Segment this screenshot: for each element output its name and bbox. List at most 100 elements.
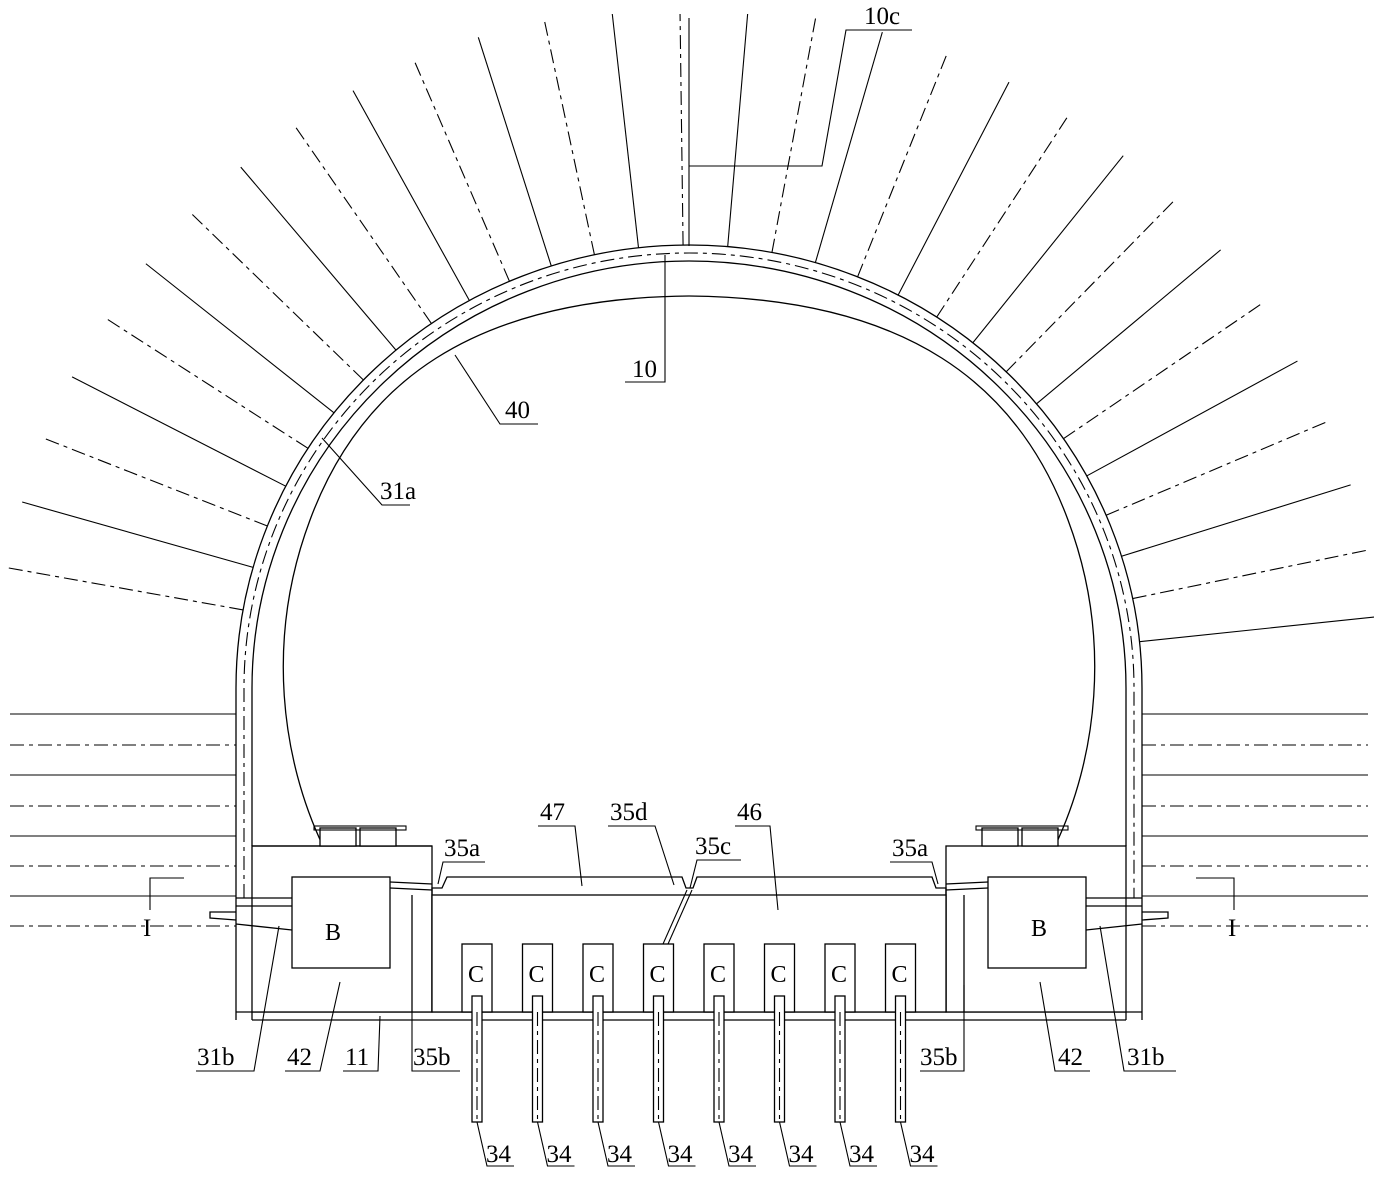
- anchor-bolt: [1139, 616, 1374, 643]
- label-35c: 35c: [695, 833, 731, 860]
- anchor-bolt: [1132, 549, 1368, 600]
- anchor-bolt: [294, 125, 432, 324]
- label-35d: 35d: [610, 799, 648, 826]
- pile-label: 34: [486, 1141, 512, 1168]
- column-label: C: [771, 962, 787, 988]
- leader-46: [735, 825, 779, 911]
- label-35b-left: 35b: [413, 1044, 451, 1071]
- anchor-bolt: [897, 81, 1010, 296]
- leader-42-right: [1039, 981, 1090, 1072]
- label-35a-left: 35a: [444, 835, 480, 862]
- column-label: C: [529, 962, 545, 988]
- right-cover-block-2: [1021, 827, 1059, 847]
- leader-40: [454, 354, 538, 425]
- leader-31b-right: [1099, 925, 1176, 1072]
- leader-11: [343, 1015, 381, 1072]
- leader-31a: [321, 437, 410, 506]
- anchor-bolt: [936, 115, 1069, 318]
- anchor-bolt: [352, 90, 470, 301]
- pile-label: 34: [547, 1141, 573, 1168]
- left-cover-block-2: [359, 827, 397, 847]
- pile-leader: [839, 1121, 877, 1167]
- anchor-bolt: [6, 567, 244, 611]
- label-40: 40: [505, 397, 530, 424]
- anchor-bolt: [1036, 249, 1221, 405]
- anchor-bolt: [145, 263, 335, 414]
- pile-label: 34: [789, 1141, 815, 1168]
- anchor-bolt: [105, 318, 309, 449]
- anchor-bolt: [43, 437, 268, 527]
- anchor-bolt: [190, 212, 364, 381]
- right-drain-box-label: B: [1031, 916, 1047, 942]
- waterproof-membrane: [243, 252, 1135, 898]
- column-label: C: [468, 962, 484, 988]
- anchor-bolt: [240, 166, 397, 351]
- pile-leader: [476, 1121, 514, 1167]
- secondary-lining-inner: [282, 295, 1096, 847]
- anchor-bolt: [1121, 484, 1351, 557]
- pile-label: 34: [910, 1141, 936, 1168]
- anchor-bolt: [71, 376, 286, 487]
- anchor-bolt: [727, 13, 749, 247]
- primary-lining-inner: [251, 260, 1127, 846]
- leader-35c: [689, 859, 741, 889]
- left-drain-box: [291, 876, 391, 969]
- side-anchor-bolts: [10, 713, 1368, 927]
- support-column: [703, 943, 735, 1013]
- base-structure: B B: [209, 825, 1169, 1021]
- label-47: 47: [540, 799, 565, 826]
- anchor-bolt: [543, 19, 595, 255]
- pile-leader: [597, 1121, 635, 1167]
- leader-35a-right: [890, 861, 939, 885]
- left-drain-box-label: B: [325, 920, 341, 946]
- leader-35a-left: [437, 861, 485, 885]
- label-42-left: 42: [287, 1044, 312, 1071]
- radial-anchor-bolts: [6, 13, 1374, 643]
- column-label: C: [710, 962, 726, 988]
- label-31a: 31a: [380, 478, 416, 505]
- anchor-bolt: [972, 155, 1124, 344]
- label-10c: 10c: [864, 3, 900, 30]
- leader-31b-left: [196, 925, 280, 1072]
- left-cover-block-1: [319, 827, 357, 847]
- anchor-bolt: [1005, 200, 1175, 373]
- anchor-bolt: [22, 501, 254, 568]
- central-trough: [431, 894, 947, 1013]
- label-11: 11: [345, 1044, 369, 1071]
- anchor-bolt: [771, 16, 817, 253]
- column-label: C: [831, 962, 847, 988]
- anchor-bolt: [477, 37, 552, 267]
- label-31b-left: 31b: [197, 1044, 235, 1071]
- leader-10c: [689, 29, 912, 167]
- column-label: C: [650, 962, 666, 988]
- anchor-bolt: [1063, 303, 1263, 440]
- leader-10: [625, 255, 666, 383]
- leader-35b-right: [920, 985, 965, 1072]
- leader-35b-left: [411, 1012, 460, 1072]
- label-10: 10: [632, 356, 657, 383]
- section-label-left: I: [143, 915, 151, 942]
- pile-leader: [657, 1121, 696, 1167]
- section-marker-right: [1196, 877, 1235, 910]
- pile-label: 34: [728, 1141, 754, 1168]
- anchor-bolt: [413, 60, 510, 282]
- column-label: C: [589, 962, 605, 988]
- pile-leader: [899, 1121, 938, 1167]
- section-marker-left: [149, 877, 184, 910]
- section-label-right: I: [1228, 915, 1236, 942]
- pile-label: 34: [849, 1141, 875, 1168]
- pile-leader: [778, 1121, 817, 1167]
- label-46: 46: [737, 799, 762, 826]
- right-cover-block-1: [981, 827, 1019, 847]
- anchor-bolt: [1086, 360, 1298, 477]
- label-42-right: 42: [1058, 1044, 1083, 1071]
- ditch-cover-47: [431, 876, 947, 895]
- pile-leader: [536, 1121, 575, 1167]
- left-outlet-pipe: [209, 897, 293, 931]
- anchor-bolt: [814, 31, 883, 263]
- label-35a-right: 35a: [892, 835, 928, 862]
- anchor-bolt: [1105, 421, 1328, 516]
- leader-47: [538, 825, 583, 887]
